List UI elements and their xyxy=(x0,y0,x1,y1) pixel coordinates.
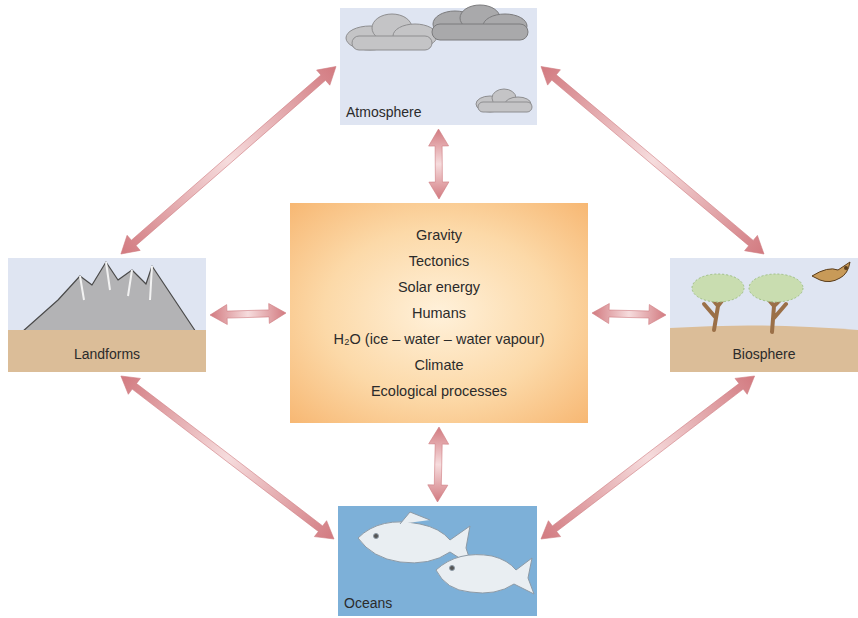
mountain-ridges xyxy=(80,262,152,300)
process-item: H₂O (ice – water – water vapour) xyxy=(333,326,544,352)
process-item: Humans xyxy=(412,300,466,326)
oceans-panel xyxy=(338,506,537,616)
double-arrow xyxy=(541,67,764,255)
atmosphere-box: Atmosphere xyxy=(340,8,537,125)
process-item: Tectonics xyxy=(409,248,469,274)
bird xyxy=(812,262,850,282)
cloud xyxy=(346,14,437,50)
dark-cloud xyxy=(432,5,528,40)
atmosphere-panel xyxy=(340,8,537,125)
biosphere-ground xyxy=(670,325,858,372)
landforms-sky xyxy=(8,258,206,372)
double-arrow xyxy=(592,304,666,325)
landforms-box: Landforms xyxy=(8,258,206,372)
center-panel xyxy=(290,203,588,423)
double-arrow xyxy=(429,129,449,199)
node-label: Oceans xyxy=(344,595,392,611)
landforms-ground xyxy=(8,330,206,372)
small-cloud xyxy=(476,89,532,112)
biosphere-box: Biosphere xyxy=(670,258,858,372)
process-box: GravityTectonicsSolar energyHumansH₂O (i… xyxy=(290,203,588,423)
process-item: Gravity xyxy=(416,222,462,248)
double-arrow xyxy=(121,376,334,539)
double-arrow xyxy=(121,67,336,255)
mountains xyxy=(22,262,196,332)
fish xyxy=(436,555,534,594)
biosphere-sky xyxy=(670,258,858,372)
node-label: Biosphere xyxy=(670,346,858,362)
double-arrow xyxy=(428,427,449,502)
node-label: Atmosphere xyxy=(346,104,421,120)
tree xyxy=(749,274,803,332)
process-item: Ecological processes xyxy=(371,378,507,404)
tree xyxy=(692,274,744,330)
double-arrow xyxy=(210,304,286,325)
node-label: Landforms xyxy=(8,346,206,362)
process-item: Climate xyxy=(414,352,463,378)
double-arrow xyxy=(541,376,755,539)
oceans-box: Oceans xyxy=(338,506,537,616)
process-item: Solar energy xyxy=(398,274,480,300)
